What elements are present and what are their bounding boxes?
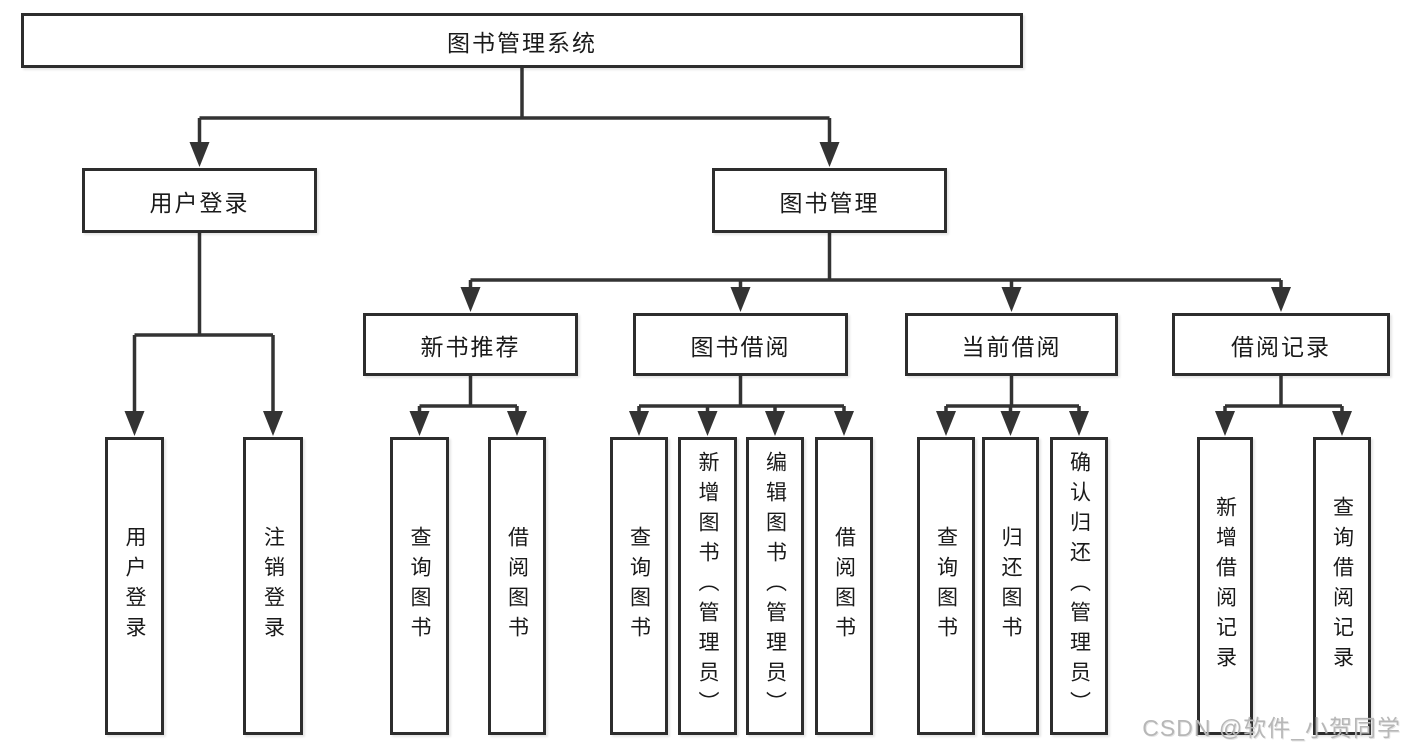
node-label: 确认归还（管理员） — [1067, 451, 1091, 721]
arrowhead-icon — [1000, 411, 1021, 436]
node-leaf-bor-query: 查询图书 — [610, 437, 668, 735]
arrowhead-icon — [507, 411, 527, 436]
watermark: CSDN @软件_小贺同学 — [1142, 715, 1401, 741]
arrowhead-icon — [629, 411, 649, 436]
node-leaf-cur-return: 归还图书 — [982, 437, 1039, 735]
arrowhead-icon — [124, 411, 145, 436]
node-leaf-cur-query: 查询图书 — [917, 437, 975, 735]
arrowhead-icon — [936, 411, 956, 436]
node-new-rec: 新书推荐 — [363, 313, 578, 376]
node-label: 新增借阅记录 — [1213, 496, 1237, 676]
arrowhead-icon — [1069, 411, 1089, 436]
node-user-login: 用户登录 — [82, 168, 317, 233]
arrowhead-icon — [409, 411, 430, 436]
node-label: 当前借阅 — [961, 333, 1062, 360]
arrowhead-icon — [1332, 411, 1352, 436]
node-label: 图书借阅 — [690, 333, 791, 360]
node-label: 查询借阅记录 — [1330, 496, 1354, 676]
node-leaf-logout: 注销登录 — [243, 437, 303, 735]
arrowhead-icon — [1215, 411, 1235, 436]
node-leaf-recd-add: 新增借阅记录 — [1197, 437, 1253, 735]
node-label: 新书推荐 — [420, 333, 521, 360]
node-label: 图书管理 — [779, 189, 880, 216]
node-book-borrow: 图书借阅 — [633, 313, 848, 376]
node-leaf-bor-add: 新增图书（管理员） — [678, 437, 737, 735]
node-leaf-recd-query: 查询借阅记录 — [1313, 437, 1371, 735]
node-label: 用户登录 — [149, 189, 250, 216]
arrowhead-icon — [819, 142, 840, 167]
node-label: 新增图书（管理员） — [696, 451, 719, 721]
arrowhead-icon — [765, 411, 785, 436]
node-label: 查询图书 — [408, 526, 431, 646]
arrowhead-icon — [1001, 287, 1022, 312]
node-leaf-rec-query: 查询图书 — [390, 437, 449, 735]
node-leaf-bor-borrow: 借阅图书 — [815, 437, 873, 735]
arrowhead-icon — [1271, 287, 1291, 312]
node-label: 查询图书 — [627, 526, 651, 646]
node-cur-borrow: 当前借阅 — [905, 313, 1118, 376]
node-leaf-login: 用户登录 — [105, 437, 164, 735]
arrowhead-icon — [189, 142, 210, 167]
node-label: 图书管理系统 — [447, 29, 597, 56]
arrowhead-icon — [460, 287, 481, 312]
arrowhead-icon — [730, 287, 751, 312]
node-label: 注销登录 — [261, 526, 285, 646]
node-label: 借阅记录 — [1231, 333, 1331, 360]
node-leaf-bor-edit: 编辑图书（管理员） — [746, 437, 804, 735]
node-root: 图书管理系统 — [21, 13, 1023, 68]
node-borrow-rec: 借阅记录 — [1172, 313, 1390, 376]
node-leaf-cur-confirm: 确认归还（管理员） — [1050, 437, 1108, 735]
node-label: 借阅图书 — [505, 526, 529, 646]
node-label: 借阅图书 — [832, 526, 856, 646]
node-label: 查询图书 — [934, 526, 958, 646]
arrowhead-icon — [263, 411, 283, 436]
node-label: 归还图书 — [999, 526, 1022, 646]
node-label: 编辑图书（管理员） — [763, 451, 787, 721]
arrowhead-icon — [834, 411, 854, 436]
node-leaf-rec-borrow: 借阅图书 — [488, 437, 546, 735]
node-book-mgmt: 图书管理 — [712, 168, 947, 233]
arrowhead-icon — [697, 411, 718, 436]
node-label: 用户登录 — [123, 526, 146, 646]
